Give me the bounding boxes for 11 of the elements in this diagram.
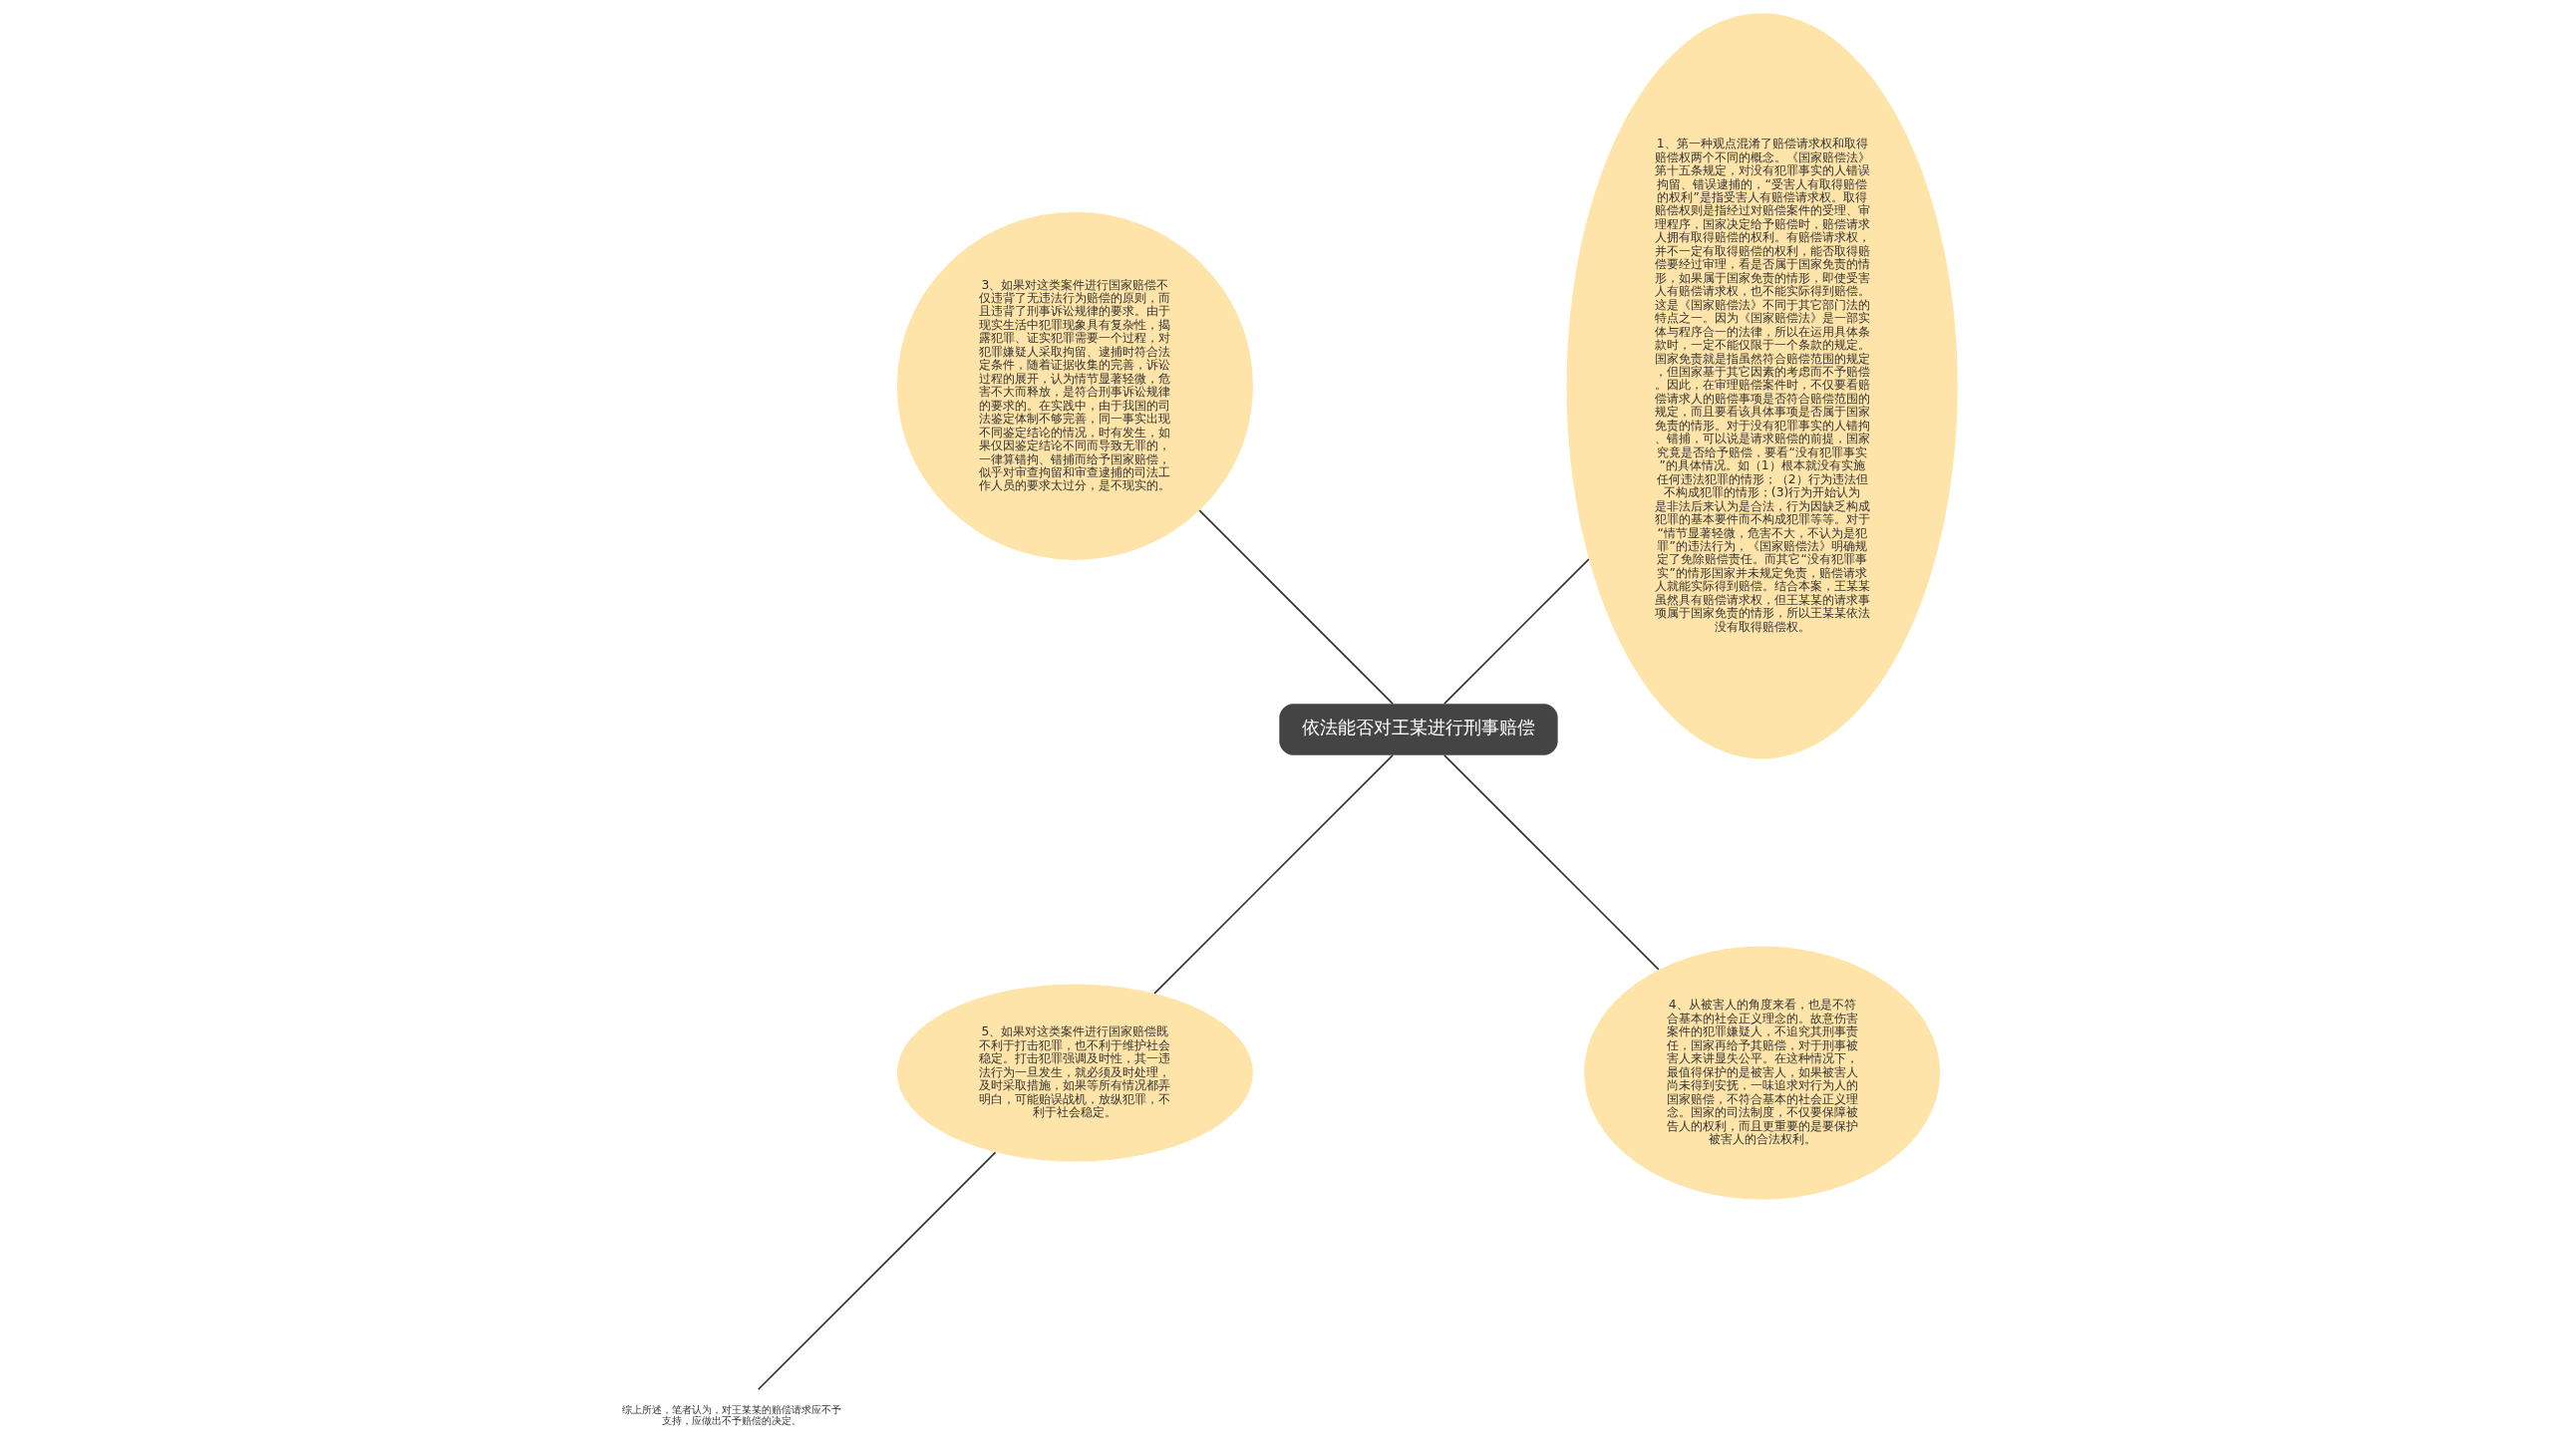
node-ellipse: 4、从被害人的角度来看，也是不符合基本的社会正义理念的。故意伤害案件的犯罪嫌疑人，不追究其刑事责任，国家再给予其赔偿，对于刑事被害人来讲显失公平。在这种情况下，最值得保护的是被害人，如果被害人尚未得到安抚，一味追求对行为人的国家赔偿，不符合基本的社会正义理念。国家的司法制度，不仅要保障被告人的权利，而且更重要的是要保护被害人的合法权利。 [1583,946,1940,1200]
node-ellipse: 5、如果对这类案件进行国家赔偿既不利于打击犯罪，也不利于维护社会稳定。打击犯罪强调及时性，其一违法行为一旦发生，就必须及时处理，及时采取措施，如果等所有情况都弄明白，可能贻误战机，放纵犯罪，不利于社会稳定。 [896,984,1253,1162]
connector [1152,754,1394,995]
connector [757,1151,996,1390]
connector [1442,754,1660,971]
connector [1197,509,1394,705]
node-ellipse: 1、第一种观点混淆了赔偿请求权和取得赔偿权两个不同的概念。《国家赔偿法》第十五条规定，对没有犯罪事实的人错误拘留、错误逮捕的，“受害人有取得赔偿的权利”是指受害人有赔偿请求权。取得赔偿权则是指经过对赔偿案件的受理、审理程序，国家决定给予赔偿时，赔偿请求人拥有取得赔偿的权利。有赔偿请求权，并不一定有取得赔偿的权利，能否取得赔偿要经过审理，看是否属于国家免责的情形，如果属于国家免责的情形，即使受害人有赔偿请求权，也不能实际得到赔偿。这是《国家赔偿法》不同于其它部门法的特点之一。因为《国家赔偿法》是一部实体与程序合一的法律，所以在运用具体条款时，一定不能仅限于一个条款的规定。国家免责就是指虽然符合赔偿范围的规定，但国家基于其它因素的考虑而不予赔偿。因此，在审理赔偿案件时，不仅要看赔偿请求人的赔偿事项是否符合赔偿范围的规定，而且要看该具体事项是否属于国家免责的情形。对于没有犯罪事实的人错拘、错捕，可以说是请求赔偿的前提，国家究竟是否给予赔偿，要看“没有犯罪事实”的具体情况。如（1）根本就没有实施任何违法犯罪的情形；（2）行为违法但不构成犯罪的情形；(3)行为开始认为是非法后来认为是合法，行为因缺乏构成犯罪的基本要件而不构成犯罪等等。对于“情节显著轻微，危害不大，不认为是犯罪”的违法行为，《国家赔偿法》明确规定了免除赔偿责任。而其它“没有犯罪事实”的情形国家并未规定免责，赔偿请求人就能实际得到赔偿。结合本案，王某某虽然具有赔偿请求权，但王某某的请求事项属于国家免责的情形，所以王某某依法没有取得赔偿权。 [1566,13,1958,759]
node-box: 依法能否对王某进行刑事赔偿 [1278,704,1558,755]
node-circle: 3、如果对这类案件进行国家赔偿不仅违背了无违法行为赔偿的原则，而且违背了刑事诉讼规律的要求。由于现实生活中犯罪现象具有复杂性，揭露犯罪、证实犯罪需要一个过程，对犯罪嫌疑人采取拘留、逮捕时符合法定条件，随着证据收集的完善，诉讼过程的展开，认为情节显著轻微，危害不大而释放，是符合刑事诉讼规律的要求的。在实践中，由于我国的司法鉴定体制不够完善，同一事实出现不同鉴定结论的情况，时有发生，如果仅因鉴定结论不同而导致无罪的，一律算错拘、错捕而给予国家赔偿，似乎对审查拘留和审查逮捕的司法工作人员的要求太过分，是不现实的。 [896,211,1253,560]
connector [1442,558,1590,705]
node-text: 综上所述，笔者认为，对王某某的赔偿请求应不予支持，应做出不予赔偿的决定。 [621,1404,841,1427]
